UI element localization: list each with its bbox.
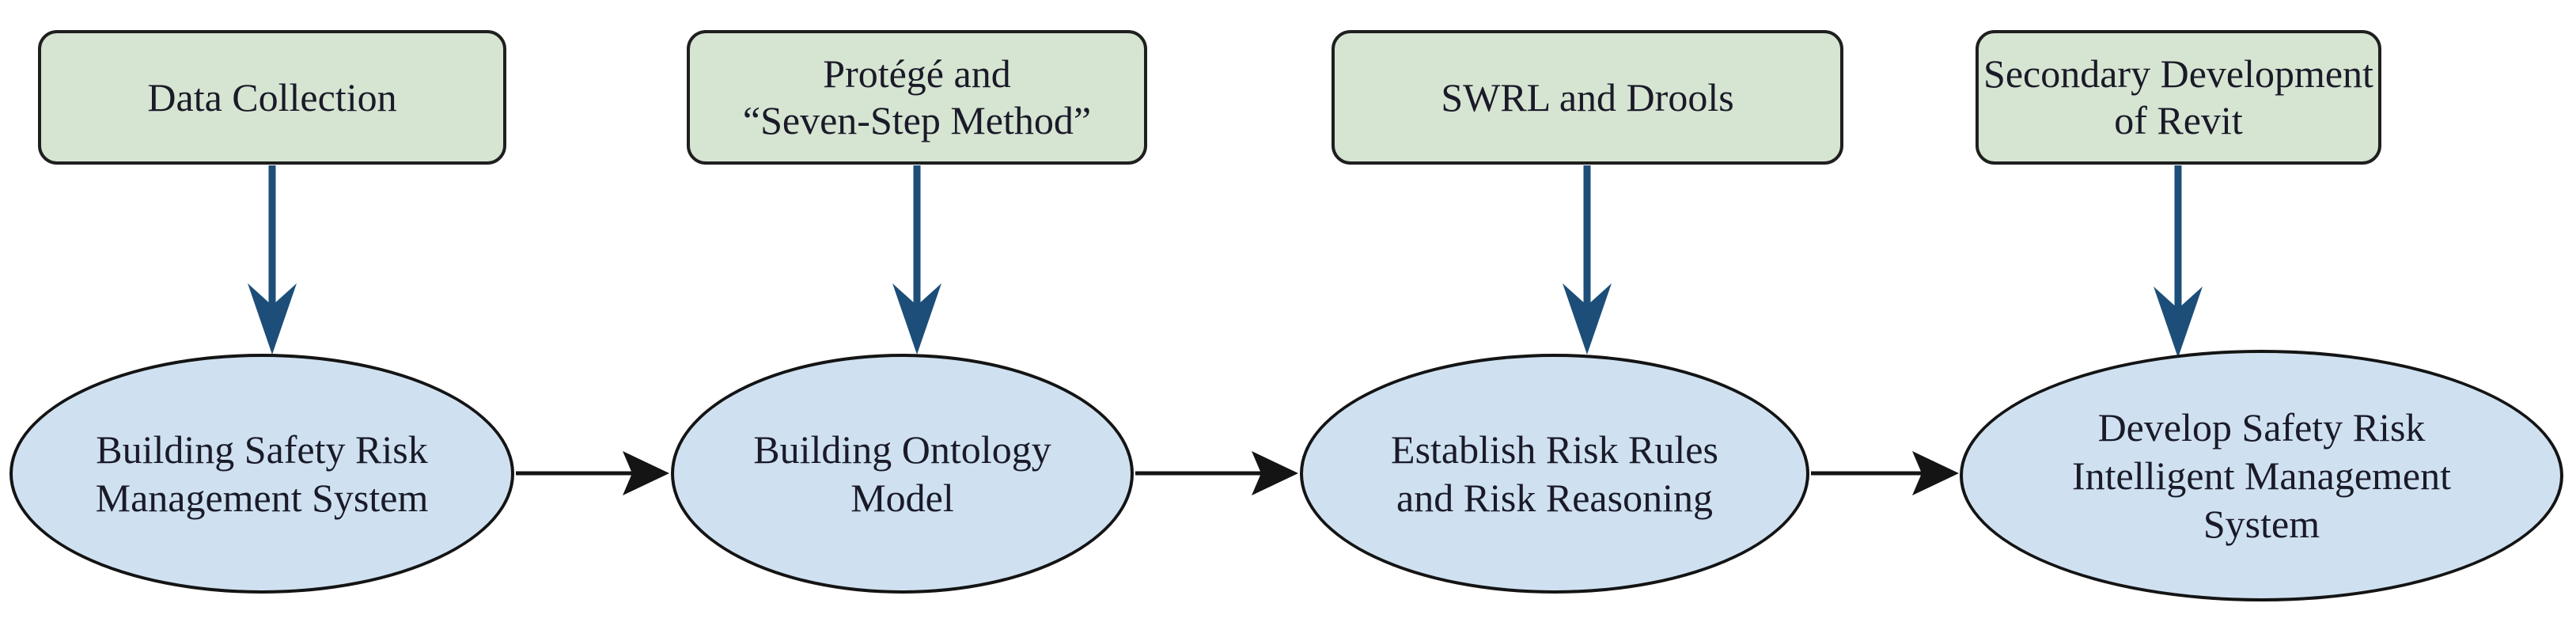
tool-box-data-collection: Data Collection bbox=[38, 30, 506, 165]
tool-box-swrl-and-drools: SWRL and Drools bbox=[1332, 30, 1843, 165]
down-arrow-2 bbox=[892, 165, 941, 355]
tool-box-protege-seven-step-method: Protégé and “Seven-Step Method” bbox=[687, 30, 1147, 165]
stage-ellipse-building-ontology-model: Building Ontology Model bbox=[671, 354, 1134, 594]
down-arrow-4 bbox=[2154, 165, 2203, 358]
stage-ellipse-building-safety-risk-management-system: Building Safety Risk Management System bbox=[9, 354, 514, 594]
down-arrow-3 bbox=[1563, 165, 1612, 355]
flow-arrow-2-3 bbox=[1135, 451, 1298, 495]
down-arrow-1 bbox=[248, 165, 297, 355]
flow-arrow-1-2 bbox=[516, 451, 669, 495]
tool-box-secondary-development-of-revit: Secondary Development of Revit bbox=[1976, 30, 2381, 165]
stage-ellipse-develop-safety-risk-intelligent-management-system: Develop Safety Risk Intelligent Manageme… bbox=[1960, 350, 2563, 601]
flow-arrow-3-4 bbox=[1811, 451, 1959, 495]
stage-ellipse-establish-risk-rules-and-risk-reasoning: Establish Risk Rules and Risk Reasoning bbox=[1300, 354, 1809, 594]
